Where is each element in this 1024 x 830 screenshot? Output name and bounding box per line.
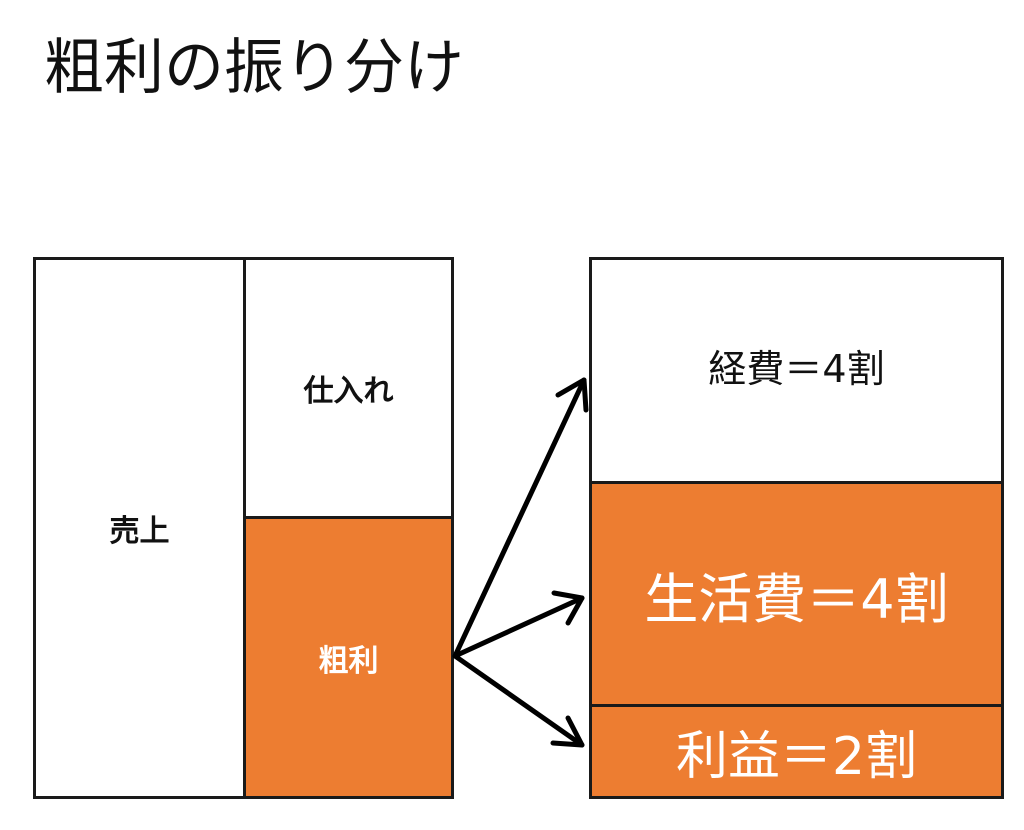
gross-profit-label: 粗利	[318, 643, 379, 679]
arrow-icon	[452, 377, 589, 659]
gross-profit-box: 粗利	[243, 516, 454, 799]
profit-box: 利益＝2割	[589, 704, 1004, 799]
purchase-label: 仕入れ	[303, 374, 394, 409]
arrow-icon	[452, 653, 585, 748]
arrow-icon	[452, 590, 585, 659]
expenses-label: 経費＝4割	[708, 347, 885, 391]
living-costs-label: 生活費＝4割	[644, 567, 949, 631]
profit-label: 利益＝2割	[675, 727, 918, 787]
sales-label: 売上	[109, 514, 170, 549]
sales-box: 売上	[33, 257, 246, 799]
living-costs-box: 生活費＝4割	[589, 481, 1004, 707]
purchase-box: 仕入れ	[243, 257, 454, 519]
page-title: 粗利の振り分け	[44, 33, 464, 103]
